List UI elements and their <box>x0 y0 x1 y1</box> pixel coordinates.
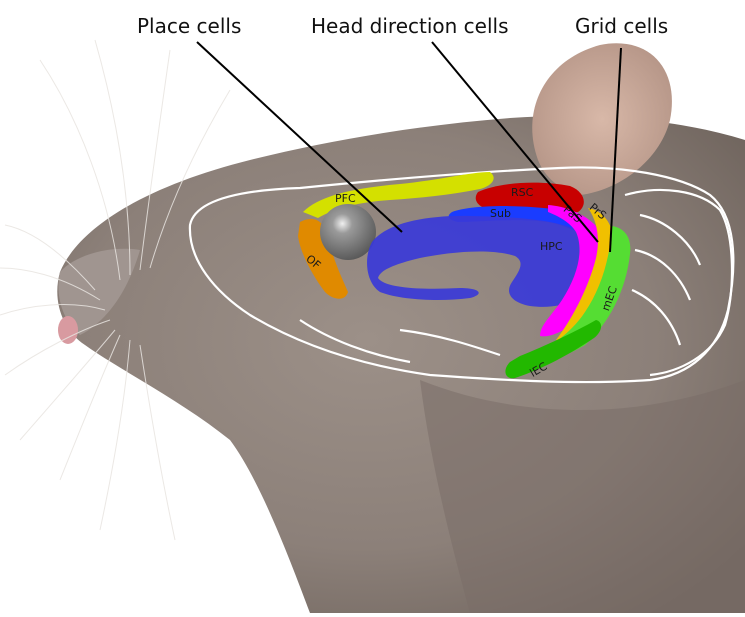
region-label-sub: Sub <box>490 207 511 220</box>
label-place-cells: Place cells <box>137 14 241 38</box>
neck-shadow <box>420 380 745 613</box>
label-grid-cells: Grid cells <box>575 14 668 38</box>
rat-nose <box>58 316 78 344</box>
label-head-direction-cells: Head direction cells <box>311 14 509 38</box>
eye-ball <box>320 204 376 260</box>
region-label-hpc: HPC <box>540 240 563 253</box>
region-label-pfc: PFC <box>335 192 356 205</box>
region-label-rsc: RSC <box>511 186 534 199</box>
